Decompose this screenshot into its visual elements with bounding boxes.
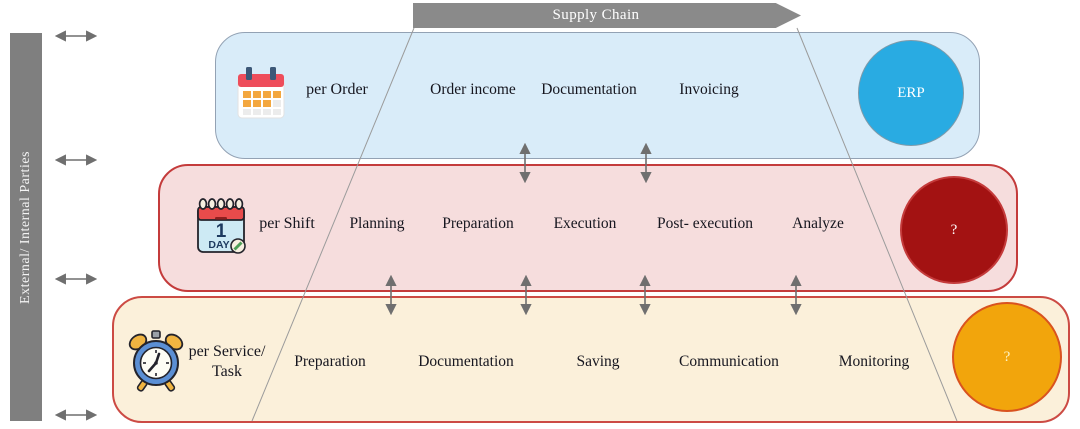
process-step: Post- execution bbox=[657, 215, 753, 232]
band-label-per-order: per Order bbox=[306, 81, 368, 98]
process-step: Communication bbox=[679, 353, 779, 370]
band-per-order: per Order Order income Documentation Inv… bbox=[215, 32, 980, 159]
calendar-icon bbox=[237, 67, 285, 119]
band-per-service-task: per Service/ Task Preparation Documentat… bbox=[112, 296, 1070, 423]
service-circle-label: ? bbox=[1003, 348, 1011, 365]
service-question-circle: ? bbox=[952, 302, 1062, 412]
svg-text:DAY: DAY bbox=[208, 239, 229, 251]
external-internal-parties-label: External/ Internal Parties bbox=[18, 150, 33, 304]
band-label-per-shift: per Shift bbox=[259, 215, 315, 232]
band-per-shift: 1 DAY per Shift Planning Preparation Exe… bbox=[158, 164, 1018, 292]
process-step: Planning bbox=[349, 215, 405, 232]
supply-chain-label: Supply Chain bbox=[552, 7, 640, 23]
shift-circle-label: ? bbox=[950, 221, 958, 238]
supply-chain-banner: Supply Chain bbox=[413, 3, 801, 28]
process-step: Documentation bbox=[418, 353, 514, 370]
alarm-clock-icon bbox=[128, 330, 184, 392]
external-internal-parties-bar: External/ Internal Parties bbox=[10, 33, 42, 421]
erp-circle-label: ERP bbox=[897, 84, 925, 101]
shift-question-circle: ? bbox=[900, 176, 1008, 284]
process-step: Monitoring bbox=[838, 353, 910, 370]
svg-text:1: 1 bbox=[216, 221, 227, 242]
process-step: Invoicing bbox=[679, 81, 739, 98]
process-step: Documentation bbox=[541, 81, 637, 98]
process-step: Analyze bbox=[792, 215, 844, 232]
process-step: Saving bbox=[576, 353, 620, 370]
process-step: Preparation bbox=[442, 215, 514, 232]
process-step: Execution bbox=[553, 215, 617, 232]
process-step: Preparation bbox=[294, 353, 366, 370]
erp-circle: ERP bbox=[858, 40, 964, 146]
band-label-per-service-task: per Service/ Task bbox=[188, 343, 266, 380]
process-step: Order income bbox=[430, 81, 516, 98]
one-day-calendar-icon: 1 DAY bbox=[197, 198, 246, 254]
